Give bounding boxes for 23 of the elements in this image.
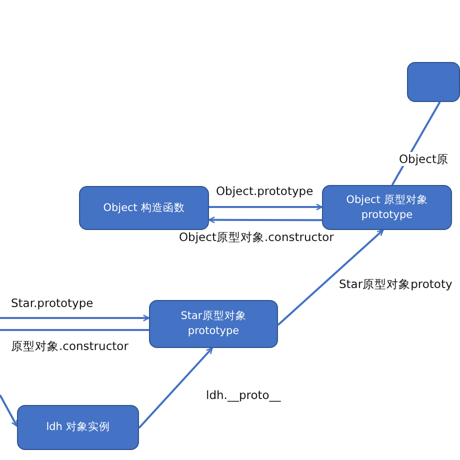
- node-label: Object 构造函数: [103, 200, 185, 216]
- process-box: [149, 300, 278, 348]
- arrow: [138, 347, 213, 429]
- connector-line: [0, 329, 149, 331]
- edge-label: Star.prototype: [10, 296, 94, 310]
- process-box: [17, 405, 139, 450]
- process-box: [79, 186, 209, 230]
- edge-label: 原型对象.constructor: [10, 339, 130, 353]
- edge-label: Object.prototype: [215, 184, 314, 198]
- node-label: Star原型对象 prototype: [180, 309, 248, 339]
- edge-label: Star原型对象prototy: [338, 277, 454, 291]
- edge-label: ldh.__proto__: [205, 388, 282, 402]
- arrow: [277, 229, 384, 326]
- node-label: Object 原型对象 prototype: [345, 192, 429, 222]
- arrow: [208, 216, 322, 224]
- process-box: [322, 185, 452, 230]
- process-box: [407, 62, 460, 102]
- arrow: [0, 314, 150, 322]
- edge-label: Object原型对象.constructor: [178, 230, 335, 244]
- edge-label: Object原: [398, 152, 450, 166]
- arrow: [0, 394, 18, 427]
- arrow: [209, 204, 323, 210]
- node-label: ldh 对象实例: [46, 420, 110, 435]
